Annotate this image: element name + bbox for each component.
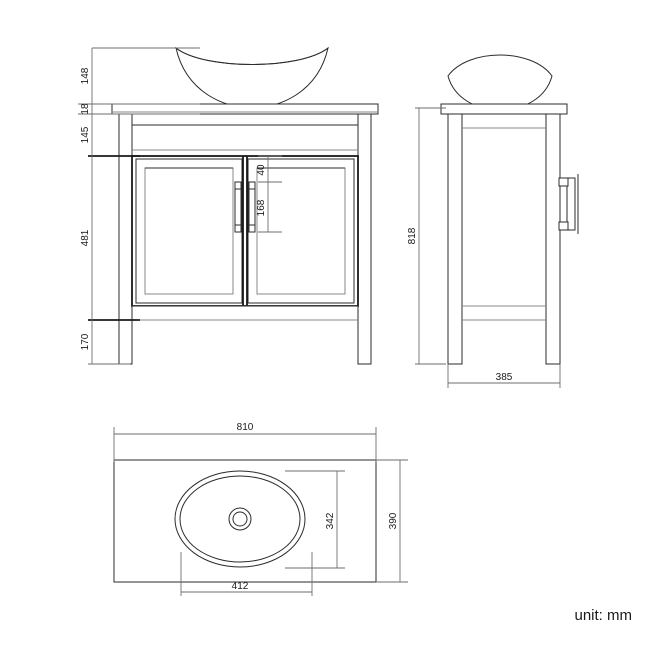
handle-left-top-post (234, 181, 242, 190)
side-handle-bottom-post (558, 221, 569, 231)
side-handle-bar (566, 177, 576, 231)
front-basin (175, 46, 329, 114)
side-handle-top-post (558, 177, 569, 187)
side-handle (558, 174, 579, 234)
handle-left (234, 181, 242, 233)
front-elevation-view: 148 18 145 481 170 40 168 (78, 46, 379, 365)
dim-label-overall-depth: 385 (496, 372, 513, 383)
front-countertop (111, 103, 379, 115)
dim-label-door-height: 481 (80, 229, 91, 246)
handle-right-top-post (248, 181, 256, 190)
bottom-apron (131, 305, 359, 321)
handle-dimension-set: 40 168 (256, 155, 282, 233)
side-countertop-slab (440, 103, 568, 115)
plan-dimension-set: 810 390 342 412 (113, 422, 408, 596)
basin-bowl-outline (175, 46, 329, 109)
side-carcass (447, 113, 561, 365)
handle-right (248, 181, 256, 233)
basin-rim-curve (175, 47, 329, 65)
front-carcass (118, 113, 372, 365)
dim-label-handle-length: 168 (256, 199, 267, 216)
side-panel (461, 113, 547, 321)
plan-drain-inner-circle (232, 511, 248, 527)
dim-label-basin-depth: 342 (325, 512, 336, 529)
side-elevation-view: 818 385 (407, 54, 579, 388)
dim-label-top-rail-height: 145 (80, 126, 91, 143)
dim-label-leg-height: 170 (80, 333, 91, 350)
dim-label-countertop-thickness: 18 (80, 103, 91, 115)
top-apron (131, 113, 359, 157)
dim-label-handle-top-offset: 40 (256, 164, 267, 176)
door-left-frame (135, 158, 243, 304)
plan-drain-outer-circle (228, 507, 252, 531)
dim-label-overall-height: 818 (407, 227, 418, 244)
side-leg-front (447, 113, 463, 365)
handle-right-bottom-post (248, 224, 256, 233)
dim-label-basin-width: 412 (232, 581, 249, 592)
leg-left (118, 113, 133, 365)
side-leg-back (545, 113, 561, 365)
door-right-frame (247, 158, 355, 304)
plan-view: 810 390 342 412 (113, 422, 408, 596)
dim-label-basin-height: 148 (80, 67, 91, 84)
leg-right (357, 113, 372, 365)
plan-basin-inner-oval (179, 475, 301, 563)
front-dimension-set: 148 18 145 481 170 (78, 47, 200, 365)
door-left (135, 158, 243, 304)
plan-basin-outer-oval (174, 470, 306, 568)
handle-left-bottom-post (234, 224, 242, 233)
unit-note: unit: mm (574, 607, 632, 624)
dim-label-overall-width: 810 (237, 422, 254, 433)
dim-label-countertop-depth: 390 (388, 512, 399, 529)
side-dimension-set: 818 385 (407, 107, 561, 388)
door-right (247, 158, 355, 304)
side-basin-outline (447, 54, 553, 111)
